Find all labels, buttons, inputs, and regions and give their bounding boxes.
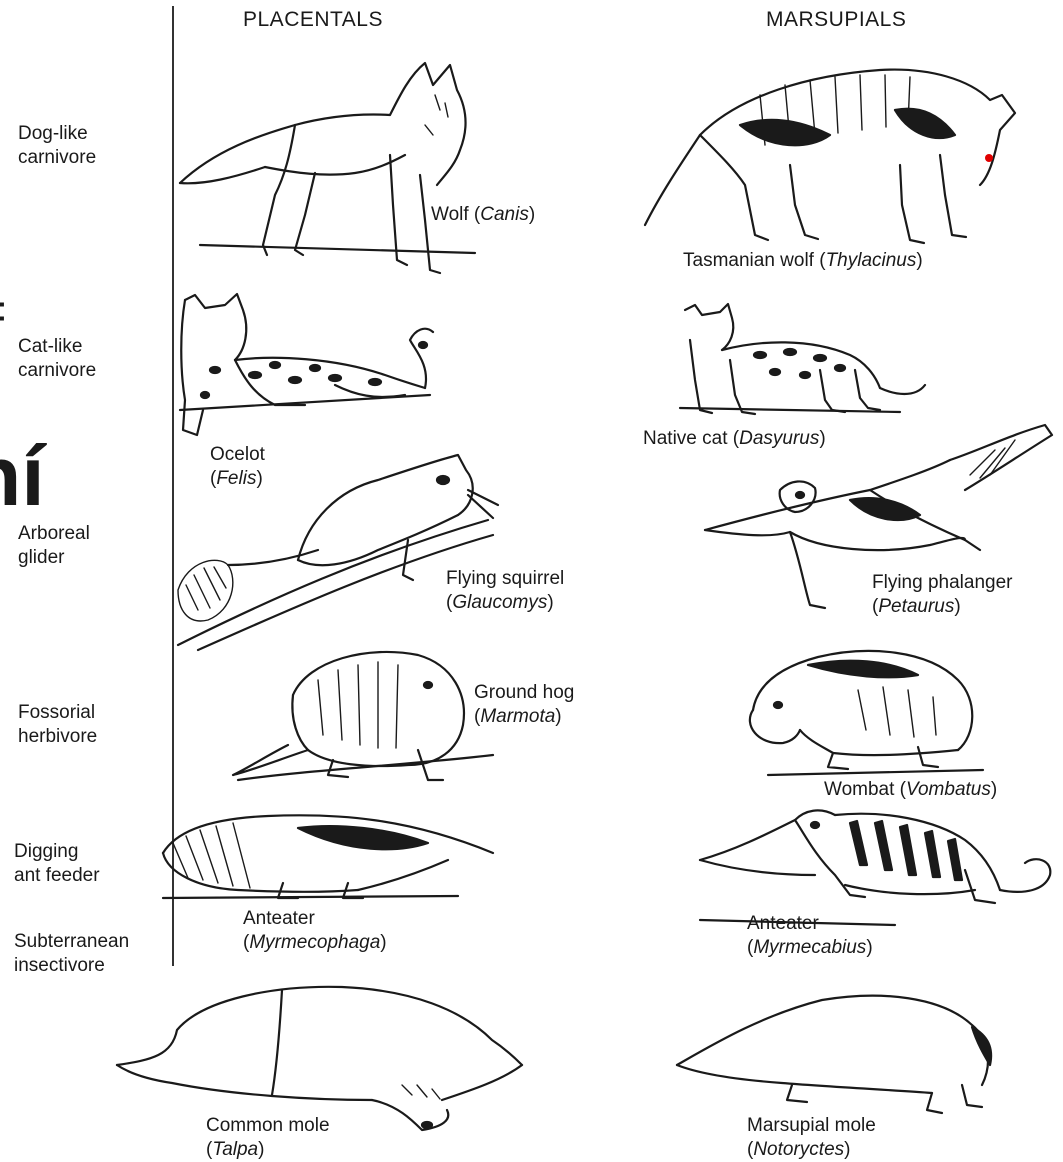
tasmanian-wolf-illustration bbox=[640, 55, 1020, 250]
caption-flying-phalanger: Flying phalanger (Petaurus) bbox=[872, 571, 1012, 619]
native-cat-illustration bbox=[670, 300, 930, 425]
caption-ground-hog: Ground hog (Marmota) bbox=[474, 681, 574, 729]
wolf-illustration bbox=[175, 55, 495, 280]
caption-tasmanian-wolf: Tasmanian wolf (Thylacinus) bbox=[683, 249, 923, 273]
wombat-illustration bbox=[738, 635, 988, 780]
flying-squirrel-illustration bbox=[168, 450, 498, 655]
caption-giant-anteater: Anteater (Myrmecophaga) bbox=[243, 907, 387, 955]
slide-fragment-mid: ní bbox=[0, 434, 45, 518]
caption-flying-squirrel: Flying squirrel (Glaucomys) bbox=[446, 567, 564, 615]
slide-fragment-top: = bbox=[0, 283, 7, 339]
giant-anteater-illustration bbox=[158, 798, 498, 903]
caption-numbat: Anteater (Myrmecabius) bbox=[747, 912, 873, 960]
numbat-illustration bbox=[695, 795, 1060, 930]
marsupial-mole-illustration bbox=[672, 985, 1002, 1120]
ocelot-illustration bbox=[175, 290, 440, 445]
header-marsupials: MARSUPIALS bbox=[766, 8, 906, 32]
header-placentals: PLACENTALS bbox=[243, 8, 383, 32]
common-mole-illustration bbox=[112, 985, 532, 1135]
caption-wolf: Wolf (Canis) bbox=[431, 203, 535, 227]
red-marker bbox=[985, 154, 993, 162]
ground-hog-illustration bbox=[228, 640, 498, 785]
